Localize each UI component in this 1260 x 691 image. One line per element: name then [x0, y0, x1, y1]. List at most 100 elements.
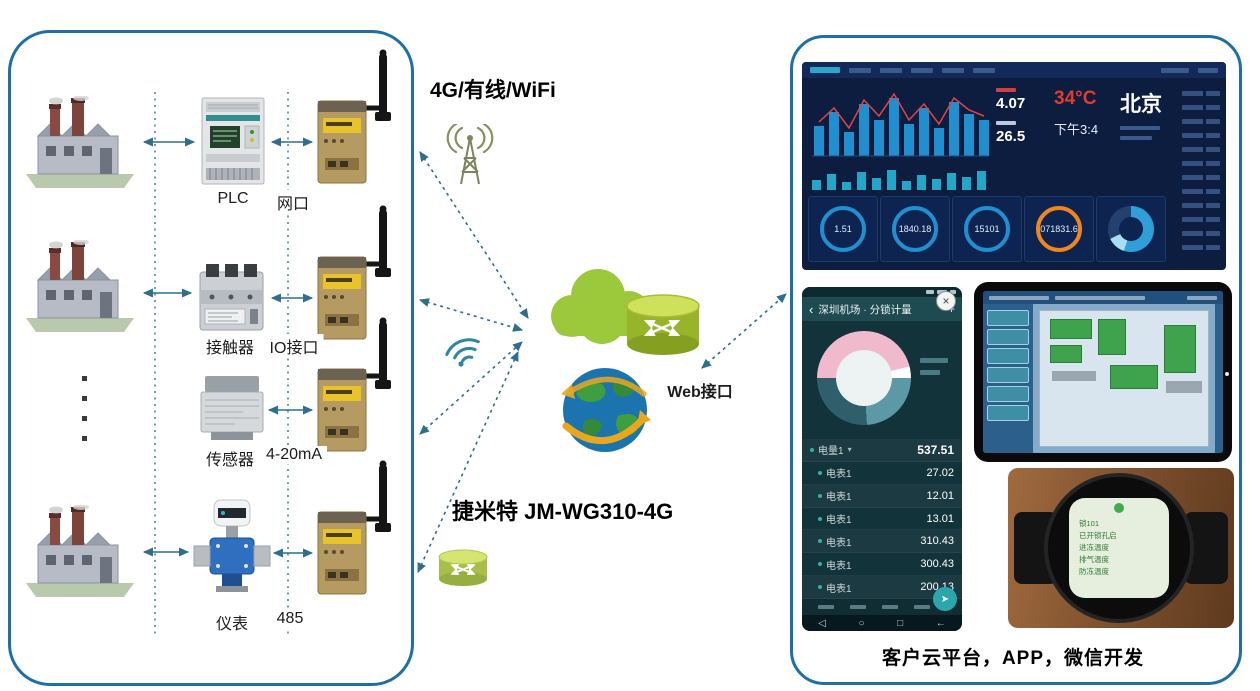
android-nav-bar: ◁ ○ □ ←	[802, 615, 962, 631]
list-item[interactable]: 电表1 300.43	[802, 553, 962, 577]
meter-value: 13.01	[926, 512, 954, 525]
gateway-model-label: 捷米特 JM-WG310-4G	[452, 499, 674, 524]
city-label: 北京	[1120, 93, 1162, 116]
device-label-plc: PLC	[212, 190, 254, 208]
bullet-icon	[810, 447, 814, 452]
time-value: 下午3:4	[1054, 122, 1099, 137]
list-item[interactable]: 电量1 ▾ 537.51	[802, 439, 962, 462]
watch-line: 排气温度	[1079, 555, 1109, 564]
scada-body	[983, 304, 1223, 453]
contactor-icon	[199, 264, 264, 331]
phone-tab-bar: ➤	[802, 587, 962, 615]
meter-label: 电表1	[826, 469, 852, 481]
gauge-value: 15101	[974, 224, 1000, 234]
chevron-down-icon[interactable]: ▾	[847, 445, 852, 455]
nav-recent-icon[interactable]: □	[897, 617, 904, 629]
gauge-tile: 1.51	[808, 196, 878, 262]
scada-menu-button[interactable]	[987, 367, 1029, 383]
scada-menu-button[interactable]	[987, 405, 1029, 421]
plc-icon	[201, 97, 265, 185]
ellipsis-dots	[82, 376, 87, 441]
meter-label: 电表1	[826, 583, 852, 595]
nav-back-icon[interactable]: ←	[935, 617, 946, 629]
bullet-icon	[818, 493, 822, 498]
meter-icon	[193, 499, 271, 592]
nav-home-icon[interactable]: ○	[858, 617, 865, 629]
gauge-tile: 1840.18	[880, 196, 950, 262]
tab-item[interactable]	[818, 605, 834, 609]
decor-bar	[1120, 126, 1160, 130]
meter-value: 12.01	[926, 489, 954, 502]
signal-tower-icon	[446, 124, 494, 185]
tab-item[interactable]	[914, 605, 930, 609]
bullet-icon	[818, 516, 822, 521]
list-item[interactable]: 电表1 13.01	[802, 508, 962, 531]
list-item[interactable]: 电表1 27.02	[802, 462, 962, 485]
bullet-icon	[818, 562, 822, 567]
bullet-icon	[818, 470, 822, 475]
watch-line: 已开锁孔启	[1079, 531, 1117, 540]
watch-line: 锁101	[1079, 519, 1100, 528]
meter-label: 电表1	[826, 560, 852, 572]
port-label-485: 485	[271, 610, 309, 628]
connectivity-label: 4G/有线/WiFi	[430, 79, 556, 102]
scada-menu-button[interactable]	[987, 348, 1029, 364]
smartwatch: 锁101 已开锁孔启 进冻温度 排气温度 防冻温度	[1044, 473, 1194, 623]
dashboard-city-tile: 北京	[1120, 88, 1162, 140]
dashboard-kpi-tile: 4.07 26.5	[996, 88, 1025, 154]
back-icon[interactable]: ‹	[809, 301, 814, 317]
close-glyph: ×	[942, 294, 950, 308]
meter-value: 310.43	[920, 535, 954, 548]
energy-donut-chart	[817, 331, 911, 425]
router-icon	[626, 294, 700, 355]
donut-chart	[1108, 206, 1154, 252]
scada-title-bar	[983, 291, 1223, 304]
scada-menu-button[interactable]	[987, 329, 1029, 345]
list-item[interactable]: 电表1 310.43	[802, 530, 962, 554]
cloud-dashboard-screenshot: 4.07 26.5 34°C 下午3:4 北京 1.51 1840.18 151…	[802, 62, 1226, 270]
dashboard-data-table	[1180, 82, 1222, 259]
platform-caption: 客户云平台，APP，微信开发	[881, 648, 1145, 669]
port-label-io: IO接口	[264, 334, 324, 358]
meter-value: 27.02	[926, 466, 954, 479]
send-icon: ➤	[940, 593, 950, 605]
watch-text-lines: 锁101 已开锁孔启 进冻温度 排气温度 防冻温度	[1079, 518, 1163, 578]
camera-dot	[1225, 372, 1229, 376]
kpi-label-bar	[996, 88, 1016, 92]
tablet-scada-screenshot	[974, 282, 1232, 462]
tab-item[interactable]	[850, 605, 866, 609]
mobile-app-screenshot: ‹ 深圳机场 · 分锁计量 + 电量1 ▾ 537.51 电表1 27.02	[802, 287, 962, 631]
close-icon[interactable]: ×	[936, 291, 956, 311]
kpi-top-value: 4.07	[996, 95, 1026, 112]
list-item[interactable]: 电表1 12.01	[802, 485, 962, 508]
factory-icon	[20, 505, 140, 600]
meter-value: 537.51	[917, 442, 954, 457]
floating-action-button[interactable]: ➤	[933, 587, 957, 611]
status-dot-icon	[1114, 503, 1124, 513]
phone-app-title: 深圳机场 · 分锁计量	[818, 303, 912, 316]
dashboard-navbar	[802, 62, 1226, 78]
scada-menu-button[interactable]	[987, 310, 1029, 326]
scada-menu-button[interactable]	[987, 386, 1029, 402]
phone-chart-area	[802, 321, 962, 439]
bullet-icon	[818, 539, 822, 544]
platform-panel	[790, 35, 1242, 685]
nav-menu-icon[interactable]: ◁	[818, 617, 826, 629]
watch-line: 防冻温度	[1079, 567, 1109, 576]
temperature-value: 34°C	[1054, 88, 1097, 109]
tab-item[interactable]	[882, 605, 898, 609]
meter-label: 电表1	[826, 537, 852, 549]
dashboard-bar-chart	[812, 92, 989, 157]
device-label-sensor: 传感器	[200, 446, 260, 470]
meter-list: 电量1 ▾ 537.51 电表1 27.02 电表1 12.01 电表1 13.…	[802, 439, 962, 600]
gauge-tile: 071831.6	[1024, 196, 1094, 262]
kpi-label-bar	[996, 121, 1016, 125]
floorplan-canvas	[1039, 310, 1209, 447]
field-devices-panel	[8, 30, 414, 686]
watch-screen: 锁101 已开锁孔启 进冻温度 排气温度 防冻温度	[1069, 498, 1169, 598]
gauge-tile	[1096, 196, 1166, 262]
kpi-bottom-value: 26.5	[996, 128, 1026, 145]
meter-label: 电量1	[818, 446, 844, 458]
bullet-icon	[818, 585, 822, 590]
